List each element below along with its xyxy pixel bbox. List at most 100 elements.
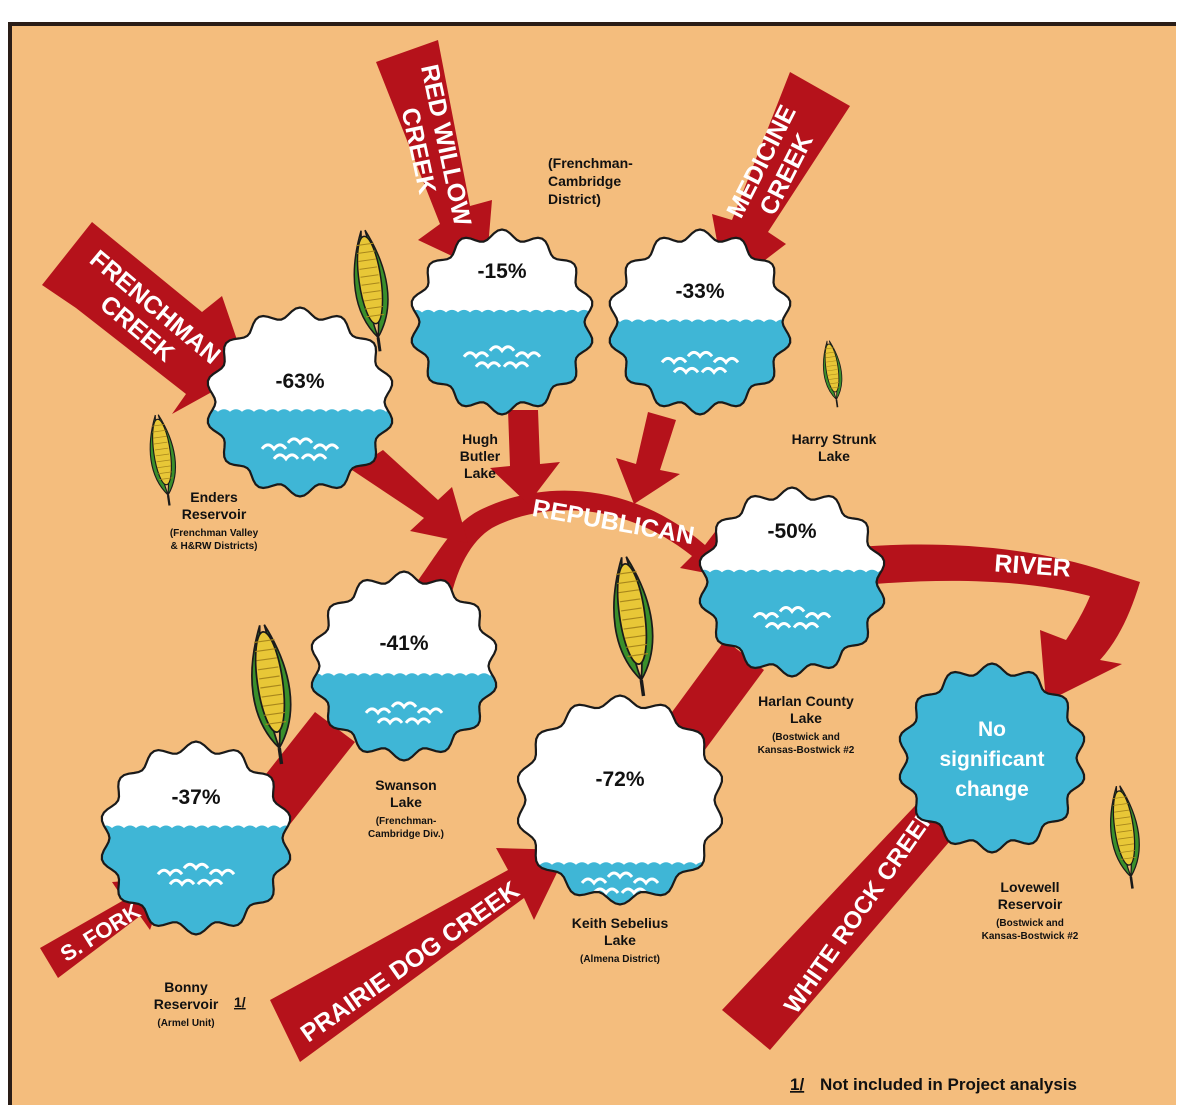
reservoir-layer: -63%-15%-33%-41%-50%-37%-72%Nosignifican… xyxy=(100,228,1086,936)
reservoir-change-value: -41% xyxy=(379,632,428,655)
reservoir-outline xyxy=(100,740,292,936)
reservoir-outline xyxy=(517,694,723,906)
reservoir-name-line: Harlan County xyxy=(758,693,854,709)
reservoir-name-line: Lake xyxy=(790,710,822,726)
wave-mark xyxy=(286,437,314,446)
corn-icon xyxy=(1109,785,1140,889)
wave-mark xyxy=(312,443,340,452)
reservoir-change-value: -33% xyxy=(675,280,724,303)
reservoir-outline xyxy=(410,228,594,416)
wave-mark xyxy=(672,366,700,375)
wave-mark xyxy=(580,877,608,886)
corn-icon xyxy=(353,229,389,352)
reservoir-harry-strunk: -33% xyxy=(608,228,792,416)
wave-mark xyxy=(416,707,444,716)
corn-icon xyxy=(822,340,843,408)
reservoir-name-line: Reservoir xyxy=(154,996,219,1012)
reservoir-name-line: Bonny xyxy=(164,979,208,995)
wave-mark xyxy=(260,443,288,452)
reservoir-name-line: Harry Strunk xyxy=(792,431,877,447)
reservoir-district-line: Kansas-Bostwick #2 xyxy=(982,931,1079,942)
reservoir-name-line: Lake xyxy=(464,465,496,481)
wave-mark xyxy=(686,350,714,359)
reservoir-name-line: Enders xyxy=(190,489,238,505)
reservoir-name-line: Hugh xyxy=(462,431,498,447)
wave-mark xyxy=(168,878,196,887)
reservoir-district-line: Cambridge Div.) xyxy=(368,829,444,840)
reservoir-water xyxy=(899,663,1085,853)
reservoir-change-value: -15% xyxy=(477,260,526,283)
reservoir-change-value: -37% xyxy=(171,786,220,809)
wave-mark xyxy=(488,345,516,354)
red-willow-creek-arrow: RED WILLOW CREEK xyxy=(376,40,492,272)
reservoir-name-line: Swanson xyxy=(375,777,436,793)
footnote-mark: 1/ xyxy=(790,1075,804,1094)
reservoir-outline xyxy=(608,228,792,416)
reservoir-district-line: (Frenchman- xyxy=(376,816,437,827)
reservoir-change-value: -63% xyxy=(275,370,324,393)
wave-mark xyxy=(792,621,820,630)
wave-mark xyxy=(592,887,620,896)
wave-mark xyxy=(474,361,502,370)
arrow-hugh-butler-down xyxy=(490,410,560,504)
wave-mark xyxy=(404,717,432,726)
frenchman-cambridge-district-note: (Frenchman- Cambridge District) xyxy=(548,155,633,207)
arrow-harry-strunk-down xyxy=(616,412,680,504)
wave-mark xyxy=(660,356,688,365)
district-note-line2: Cambridge xyxy=(548,173,621,189)
reservoir-outline xyxy=(898,662,1086,854)
wave-mark xyxy=(752,611,780,620)
reservoir-district-line: (Bostwick and xyxy=(996,918,1064,929)
wave-mark xyxy=(364,707,392,716)
wave-mark xyxy=(300,453,328,462)
reservoir-outline xyxy=(698,486,886,678)
reservoir-name-line: Lake xyxy=(818,448,850,464)
reservoir-name-line: Lake xyxy=(604,932,636,948)
reservoir-empty-area xyxy=(518,695,722,905)
district-note-line1: (Frenchman- xyxy=(548,155,633,171)
wave-mark xyxy=(606,871,634,880)
wave-mark xyxy=(700,366,728,375)
wave-mark xyxy=(390,701,418,710)
reservoir-change-value: change xyxy=(955,778,1029,801)
corn-layer xyxy=(149,229,1140,889)
reservoir-district-line: (Armel Unit) xyxy=(157,1018,214,1029)
wave-mark xyxy=(502,361,530,370)
reservoir-district-line: (Bostwick and xyxy=(772,732,840,743)
wave-mark xyxy=(272,453,300,462)
reservoir-change-value: significant xyxy=(939,748,1044,771)
reservoir-name-line: Keith Sebelius xyxy=(572,915,669,931)
river-label: RIVER xyxy=(993,549,1071,582)
wave-mark xyxy=(620,887,648,896)
reservoir-name-line: Lake xyxy=(390,794,422,810)
wave-mark xyxy=(156,868,184,877)
wave-mark xyxy=(778,605,806,614)
wave-mark xyxy=(462,351,490,360)
arrow-river-to-lovewell xyxy=(848,544,1140,702)
band-swanson-to-republican xyxy=(405,490,732,612)
wave-mark xyxy=(208,868,236,877)
wave-mark xyxy=(376,717,404,726)
white-rock-creek-label: WHITE ROCK CREEK xyxy=(779,802,942,1019)
wave-mark xyxy=(804,611,832,620)
reservoir-district-line: (Almena District) xyxy=(580,954,660,965)
reservoir-name-line: Reservoir xyxy=(182,506,247,522)
reservoir-change-value: -50% xyxy=(767,520,816,543)
footnote: 1/ Not included in Project analysis xyxy=(790,1075,1077,1094)
prairie-dog-creek-arrow: PRAIRIE DOG CREEK xyxy=(270,848,568,1062)
reservoir-name-line: Butler xyxy=(460,448,501,464)
reservoir-hugh-butler: -15% xyxy=(410,228,594,416)
corn-icon xyxy=(251,624,292,765)
reservoir-outline xyxy=(206,306,394,498)
wave-mark xyxy=(196,878,224,887)
district-note-line3: District) xyxy=(548,191,601,207)
